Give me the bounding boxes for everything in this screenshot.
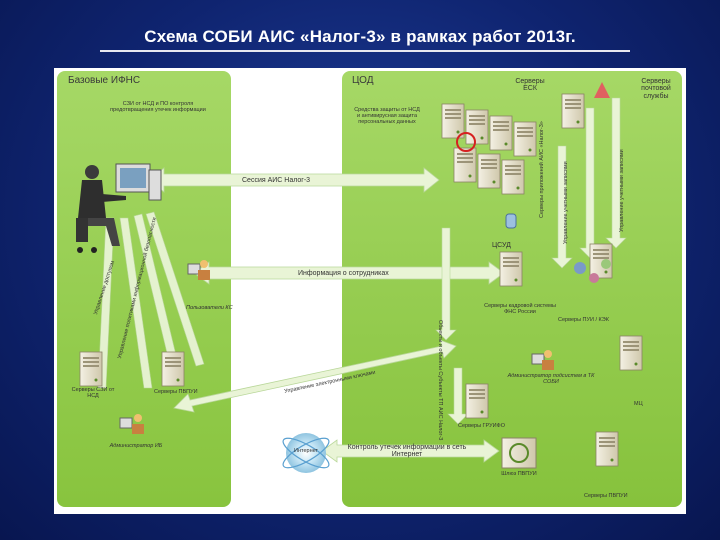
csud-label: ЦСУД — [492, 242, 511, 249]
arrows-vertical — [435, 97, 627, 425]
ucs-mgmt-label: Управление учетными записями — [563, 161, 569, 244]
pui-servers-label: Серверы ПУИ / КЭК — [558, 317, 609, 323]
arrow-session — [148, 167, 440, 193]
slide-title: Схема СОБИ АИС «Налог-3» в рамках работ … — [144, 27, 576, 46]
servers-kadr-icon — [499, 251, 523, 287]
zone-label-left: Базовые ИФНС — [68, 75, 141, 86]
gateway-label: Шлюз ПВПУИ — [501, 471, 537, 477]
mc-label: МЦ — [634, 401, 643, 407]
admin-ib-icon — [119, 414, 144, 434]
arrows-fan — [97, 211, 205, 389]
leak-control-label: Контроль утечек информации в сеть Интерн… — [347, 444, 467, 459]
workstation-user — [76, 163, 162, 253]
gruifo-label: Серверы ГРУИФО — [458, 423, 505, 429]
esk-servers-label: Серверы ЕСК — [515, 78, 545, 93]
mail-servers-icon — [561, 82, 610, 129]
mail-servers-label: Серверы почтовой службы — [641, 78, 671, 100]
user-kc-icon — [187, 260, 210, 280]
internet-label: Интернет — [294, 448, 318, 454]
kc-user-label: Пользователи КС — [186, 305, 233, 311]
servers-pui-icon — [574, 243, 613, 283]
esk-apps-label: Серверы приложений АИС «Налог-3» — [539, 121, 545, 218]
arrow-leak-control — [321, 439, 500, 463]
zone-label-right: ЦОД — [352, 75, 374, 86]
objects-label: Обьекты и объекты Субъекты ТП АИС Налог-… — [437, 320, 443, 441]
servers-pvpui-icon — [161, 351, 185, 387]
nsd-note: Средства защиты от НСД и антивирусная за… — [354, 107, 420, 125]
szi-note: СЗИ от НСД и ПО контроля предотвращения … — [110, 101, 206, 113]
servers-mc-icon — [619, 335, 643, 371]
admin-subsys-icon — [531, 350, 554, 370]
session-label: Сессия АИС Налог-3 — [242, 177, 311, 184]
employee-info-label: Информация о сотрудниках — [298, 270, 389, 277]
admin-subsys-label: Администратор подсистем в ТК СОБИ — [507, 373, 595, 385]
ucs-mgmt-label-2: Управление учетными записями — [619, 149, 625, 232]
arrow-key-management — [173, 339, 457, 413]
zone-base-ifns — [57, 71, 231, 507]
title-underline — [100, 50, 630, 52]
internet-globe-icon — [282, 433, 330, 473]
szi-servers-label: Серверы СЗИ от НСД — [71, 387, 115, 399]
admin-ib-label: Администратор ИБ — [109, 443, 163, 449]
kadr-servers-label: Серверы кадровой системы ФНС России — [484, 303, 556, 315]
servers-pvpui-right-icon — [595, 431, 619, 467]
servers-gruifo-icon — [465, 383, 489, 419]
servers-szi-icon — [79, 351, 103, 387]
pvpui-servers-right-label: Серверы ПВПУИ — [584, 493, 628, 499]
servers-esk-icon — [441, 103, 537, 229]
architecture-diagram: Базовые ИФНС ЦОД СЗИ от НСД и ПО контрол… — [54, 68, 686, 514]
pvpui-servers-label: Серверы ПВПУИ — [154, 389, 198, 395]
diagram-graphics — [57, 71, 682, 507]
gateway-icon — [501, 437, 537, 469]
